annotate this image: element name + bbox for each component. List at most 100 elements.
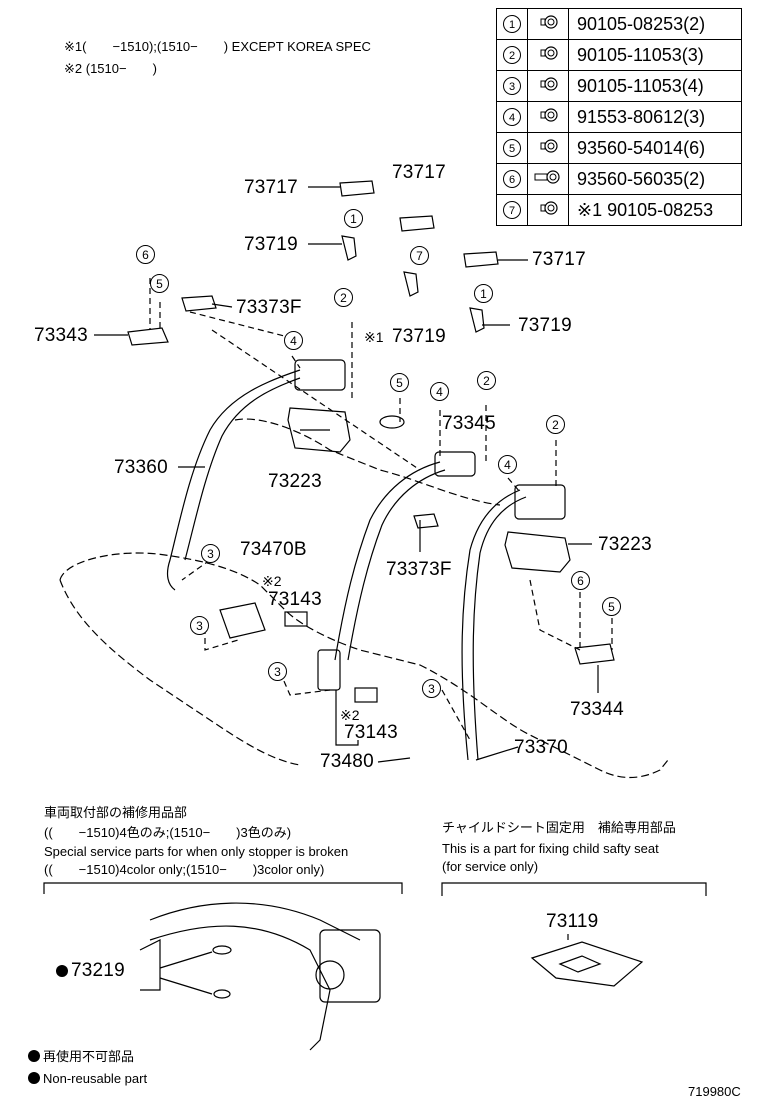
fastener-number: 4 [503, 108, 521, 126]
part-label-73370[interactable]: 73370 [514, 737, 568, 758]
part-label-73719-b[interactable]: 73719 [392, 326, 446, 347]
hanger-73719-a [341, 235, 357, 261]
fastener-number: 5 [503, 139, 521, 157]
lower-left-title: 車両取付部の補修用品部 [44, 805, 188, 820]
legend-dot-icon [28, 1050, 40, 1062]
fastener-part-number[interactable]: 90105-11053(3) [568, 39, 742, 71]
fastener-row: 6 93560-56035(2) [496, 163, 742, 195]
callout-4-c: 4 [498, 455, 517, 474]
pad-73373f-b [413, 513, 439, 529]
lower-left-line4: (( −1510)4color only;(1510− )3color only… [44, 862, 325, 877]
cap-73717-a [339, 180, 375, 197]
part-label-73470b[interactable]: 73470B [240, 539, 307, 560]
part-label-73373f-a[interactable]: 73373F [236, 297, 302, 318]
fastener-number: 3 [503, 77, 521, 95]
anchor-73344 [574, 643, 615, 665]
fastener-number-cell: 7 [496, 194, 528, 226]
part-label-73717-a[interactable]: 73717 [244, 177, 298, 198]
cap-73717-b [399, 215, 435, 232]
callout-1-a: 1 [344, 209, 363, 228]
fastener-row: 3 90105-11053(4) [496, 70, 742, 102]
callout-3-c: 3 [268, 662, 287, 681]
part-label-73119[interactable]: 73119 [546, 911, 599, 932]
stopper-73143-a [284, 611, 308, 627]
detail-belt-sketch [149, 902, 361, 941]
lower-left-bracket [43, 882, 403, 894]
callout-5-b: 5 [390, 373, 409, 392]
part-label-73719-a[interactable]: 73719 [244, 234, 298, 255]
fastener-part-number[interactable]: 90105-08253(2) [568, 8, 742, 40]
lower-left-line2: (( −1510)4色のみ;(1510− )3色のみ) [44, 825, 292, 840]
bolt-icon [527, 39, 569, 71]
part-label-73719-c[interactable]: 73719 [518, 315, 572, 336]
fastener-number: 1 [503, 15, 521, 33]
part-label-73143-b[interactable]: 73143 [344, 722, 398, 743]
seat-cushion-outline [59, 552, 669, 779]
lower-right-line3: (for service only) [442, 859, 539, 874]
fastener-number-cell: 1 [496, 8, 528, 40]
retractor-left [294, 359, 346, 391]
part-label-73717-b[interactable]: 73717 [392, 162, 446, 183]
fastener-part-number[interactable]: 91553-80612(3) [568, 101, 742, 133]
part-label-73344[interactable]: 73344 [570, 699, 624, 720]
part-label-73143-a[interactable]: 73143 [268, 589, 322, 610]
callout-2-a: 2 [334, 288, 353, 307]
center-belt-webbing [334, 461, 441, 661]
child-seat-part-73119 [530, 941, 644, 987]
seat-back-top [234, 418, 501, 506]
fastener-part-number[interactable]: 93560-54014(6) [568, 132, 742, 164]
retractor-right [514, 484, 566, 520]
non-reusable-dot-icon [56, 965, 68, 977]
part-label-73373f-b[interactable]: 73373F [386, 559, 452, 580]
fastener-number-cell: 2 [496, 39, 528, 71]
part-label-73223-b[interactable]: 73223 [598, 534, 652, 555]
part-label-73223-a[interactable]: 73223 [268, 471, 322, 492]
fastener-number-cell: 6 [496, 163, 528, 195]
fastener-table: 1 90105-08253(2) 2 90105-11053(3) 3 90105-110… [496, 8, 742, 226]
callout-3-d: 3 [422, 679, 441, 698]
callout-6-b: 6 [571, 571, 590, 590]
left-belt-webbing [166, 369, 301, 591]
guide-73345 [379, 415, 405, 429]
fastener-number: 7 [503, 201, 521, 219]
note-2: ※2 (1510− ) [64, 61, 157, 76]
screw-icon [527, 132, 569, 164]
fastener-part-number[interactable]: ※1 90105-08253 [568, 194, 742, 226]
part-label-73360[interactable]: 73360 [114, 457, 168, 478]
part-label-73717-c[interactable]: 73717 [532, 249, 586, 270]
part-label-73219[interactable]: 73219 [56, 961, 125, 980]
pad-73373f-a [181, 295, 217, 312]
fastener-part-number[interactable]: 93560-56035(2) [568, 163, 742, 195]
bolt-icon [527, 194, 569, 226]
fastener-number-cell: 5 [496, 132, 528, 164]
fastener-number: 6 [503, 170, 521, 188]
bolt-icon [527, 101, 569, 133]
part-label-73345[interactable]: 73345 [442, 413, 496, 434]
callout-5-c: 5 [602, 597, 621, 616]
callout-7-a: 7 [410, 246, 429, 265]
fastener-row: 7 ※1 90105-08253 [496, 194, 742, 226]
lower-right-line2: This is a part for fixing child safty se… [442, 841, 659, 856]
stopper-73143-b [354, 687, 378, 703]
part-label-73480[interactable]: 73480 [320, 751, 374, 772]
callout-4-a: 4 [284, 331, 303, 350]
legend-jp: 再使用不可部品 [28, 1050, 134, 1063]
callout-3-b: 3 [190, 616, 209, 635]
seat-cushion-front [59, 579, 301, 766]
legend-jp-text: 再使用不可部品 [43, 1049, 135, 1064]
lower-left-line3: Special service parts for when only stop… [44, 844, 349, 859]
part-label-73343[interactable]: 73343 [34, 325, 88, 346]
hanger-73719-b [403, 271, 419, 297]
legend-en: Non-reusable part [28, 1072, 147, 1085]
cover-73223-left [287, 407, 351, 453]
long-bolt-icon [527, 163, 569, 195]
fastener-row: 2 90105-11053(3) [496, 39, 742, 71]
part-label-73219-text: 73219 [71, 960, 125, 981]
part-label-73719-mark: ※1 [364, 329, 384, 345]
hanger-73719-c [469, 307, 485, 333]
cover-73223-right [504, 531, 571, 573]
fastener-part-number[interactable]: 90105-11053(4) [568, 70, 742, 102]
right-belt-webbing [461, 489, 521, 761]
buckle-73470b [219, 602, 266, 639]
